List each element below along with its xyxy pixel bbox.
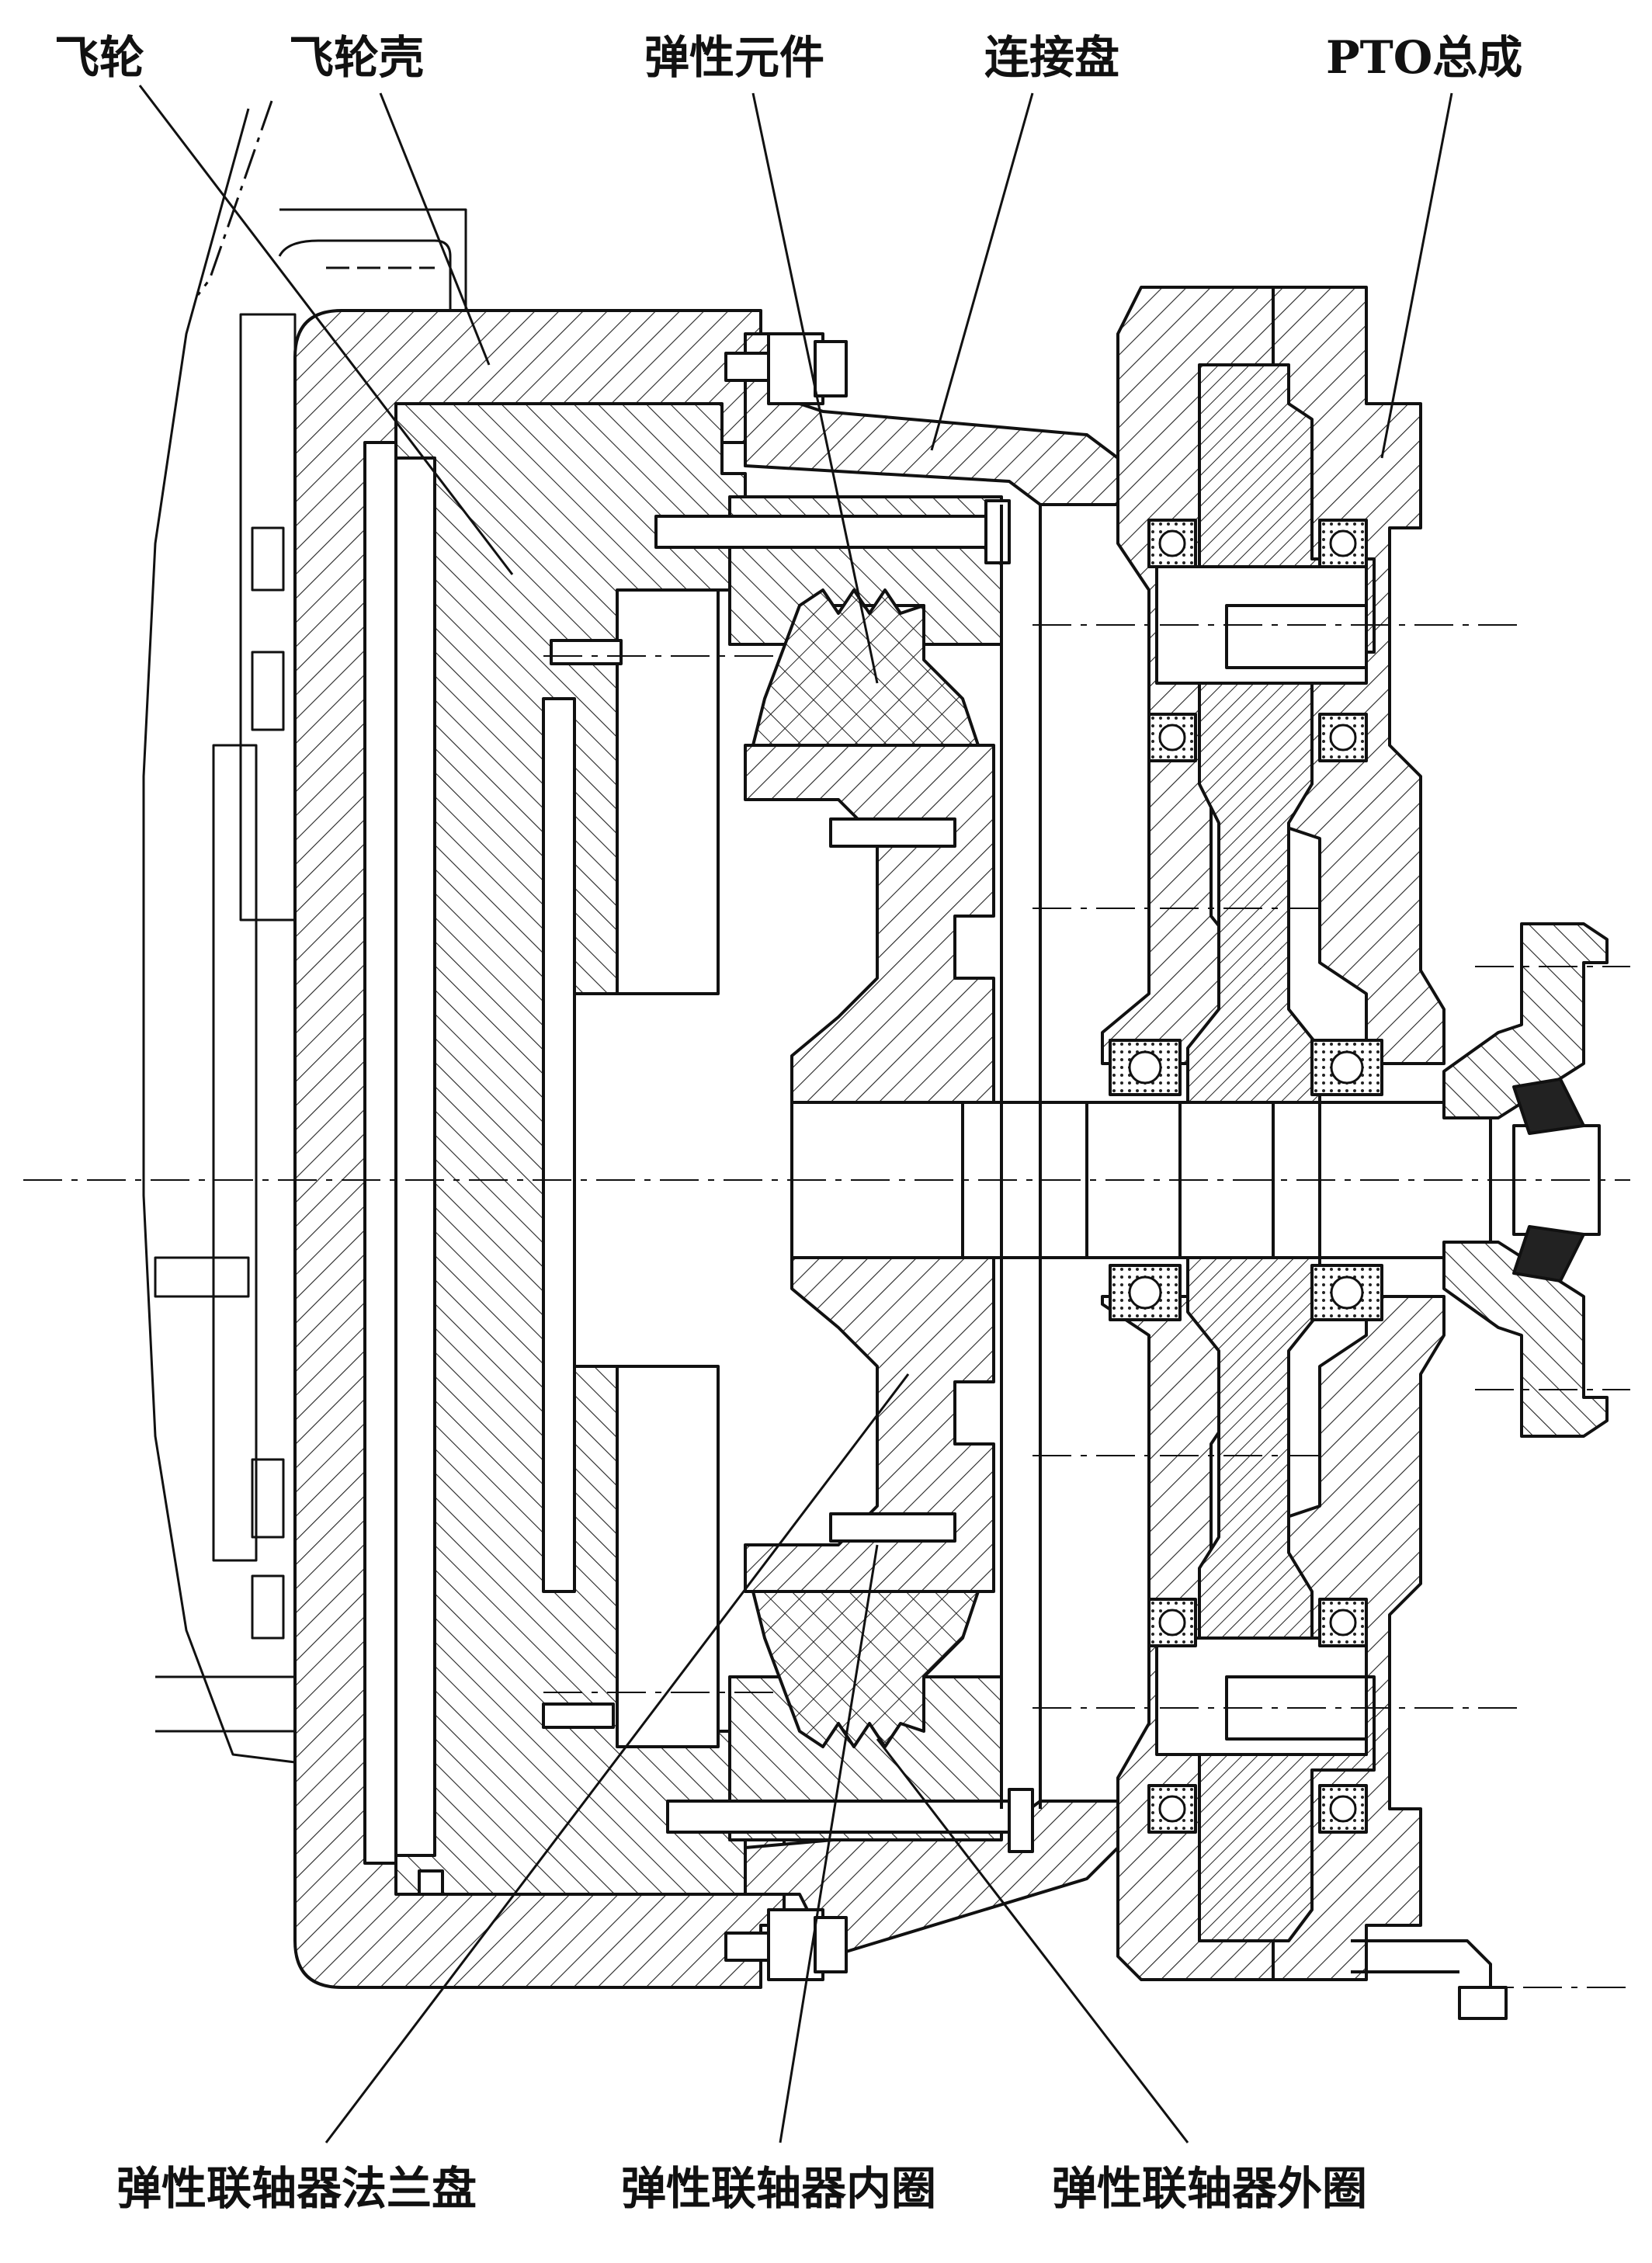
flywheel	[142, 100, 297, 1764]
bearings	[1109, 519, 1383, 1834]
label-coupling-flange: 弹性联轴器法兰盘	[116, 2162, 477, 2215]
leader-coupling-inner-ring	[779, 1544, 879, 2143]
label-coupling-inner-ring: 弹性联轴器内圈	[621, 2162, 937, 2215]
leader-flywheel	[138, 85, 514, 575]
label-pto-assembly: PTO总成	[1326, 31, 1523, 84]
elastic-element	[751, 588, 980, 1748]
flywheel-housing	[278, 208, 786, 1989]
leader-flywheel-housing	[379, 92, 491, 366]
label-elastic-element: 弹性元件	[644, 31, 825, 84]
label-flywheel-housing: 飞轮壳	[289, 31, 425, 84]
leader-coupling-outer-ring	[876, 1738, 1189, 2143]
drain-elbow	[1351, 1939, 1508, 2020]
output-flange	[1442, 922, 1609, 1438]
leader-connecting-plate	[930, 92, 1034, 451]
coupling-flange	[394, 402, 747, 1896]
label-connecting-plate: 连接盘	[984, 31, 1120, 84]
leader-pto-assembly	[1380, 92, 1453, 459]
label-coupling-outer-ring: 弹性联轴器外圈	[1052, 2162, 1368, 2215]
label-flywheel: 飞轮	[54, 31, 145, 84]
center-lines	[23, 624, 1630, 1988]
leader-elastic-element	[751, 92, 879, 684]
leader-coupling-flange	[324, 1373, 910, 2143]
leader-lines	[138, 85, 1453, 2143]
